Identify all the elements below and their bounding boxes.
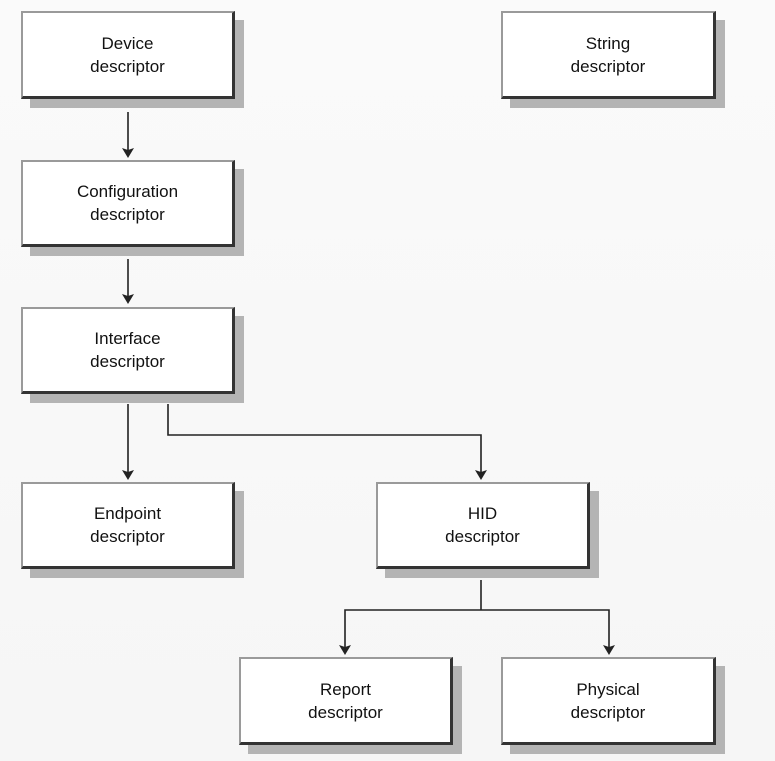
hid-descriptor-node: HID descriptor [376, 482, 599, 578]
physical-descriptor-line2: descriptor [570, 702, 646, 722]
hid-descriptor-box: HID descriptor [376, 482, 590, 569]
device-descriptor-box: Device descriptor [21, 11, 235, 99]
hid-descriptor-line2: descriptor [445, 527, 520, 546]
device-descriptor-node: Device descriptor [21, 11, 244, 108]
interface-descriptor-node: Interface descriptor [21, 307, 244, 403]
device-descriptor-line2: descriptor [90, 56, 165, 76]
report-descriptor-box: Report descriptor [239, 657, 453, 745]
endpoint-descriptor-node: Endpoint descriptor [21, 482, 244, 578]
edge-hid-physical [481, 609, 615, 655]
physical-descriptor-box: Physical descriptor [501, 657, 716, 745]
configuration-descriptor-node: Configuration descriptor [21, 160, 244, 256]
report-descriptor-line2: descriptor [308, 702, 383, 722]
configuration-descriptor-line2: descriptor [90, 205, 165, 224]
physical-descriptor-node: Physical descriptor [501, 657, 725, 754]
endpoint-descriptor-line1: Endpoint [93, 504, 162, 523]
physical-descriptor-line1: Physical [576, 679, 640, 699]
string-descriptor-line1: String [585, 33, 631, 53]
edge-interface-hid [167, 404, 487, 480]
device-descriptor-line1: Device [101, 33, 154, 53]
interface-descriptor-line2: descriptor [90, 352, 165, 371]
interface-descriptor-line1: Interface [94, 329, 161, 348]
interface-descriptor-box: Interface descriptor [21, 307, 235, 394]
configuration-descriptor-box: Configuration descriptor [21, 160, 235, 247]
string-descriptor-node: String descriptor [501, 11, 725, 108]
string-descriptor-line2: descriptor [570, 56, 646, 76]
endpoint-descriptor-box: Endpoint descriptor [21, 482, 235, 569]
edge-hid-report [339, 609, 481, 655]
report-descriptor-line1: Report [319, 679, 372, 699]
configuration-descriptor-line1: Configuration [76, 182, 179, 201]
hid-descriptor-line1: HID [467, 504, 498, 523]
report-descriptor-node: Report descriptor [239, 657, 462, 754]
endpoint-descriptor-line2: descriptor [90, 527, 165, 546]
string-descriptor-box: String descriptor [501, 11, 716, 99]
